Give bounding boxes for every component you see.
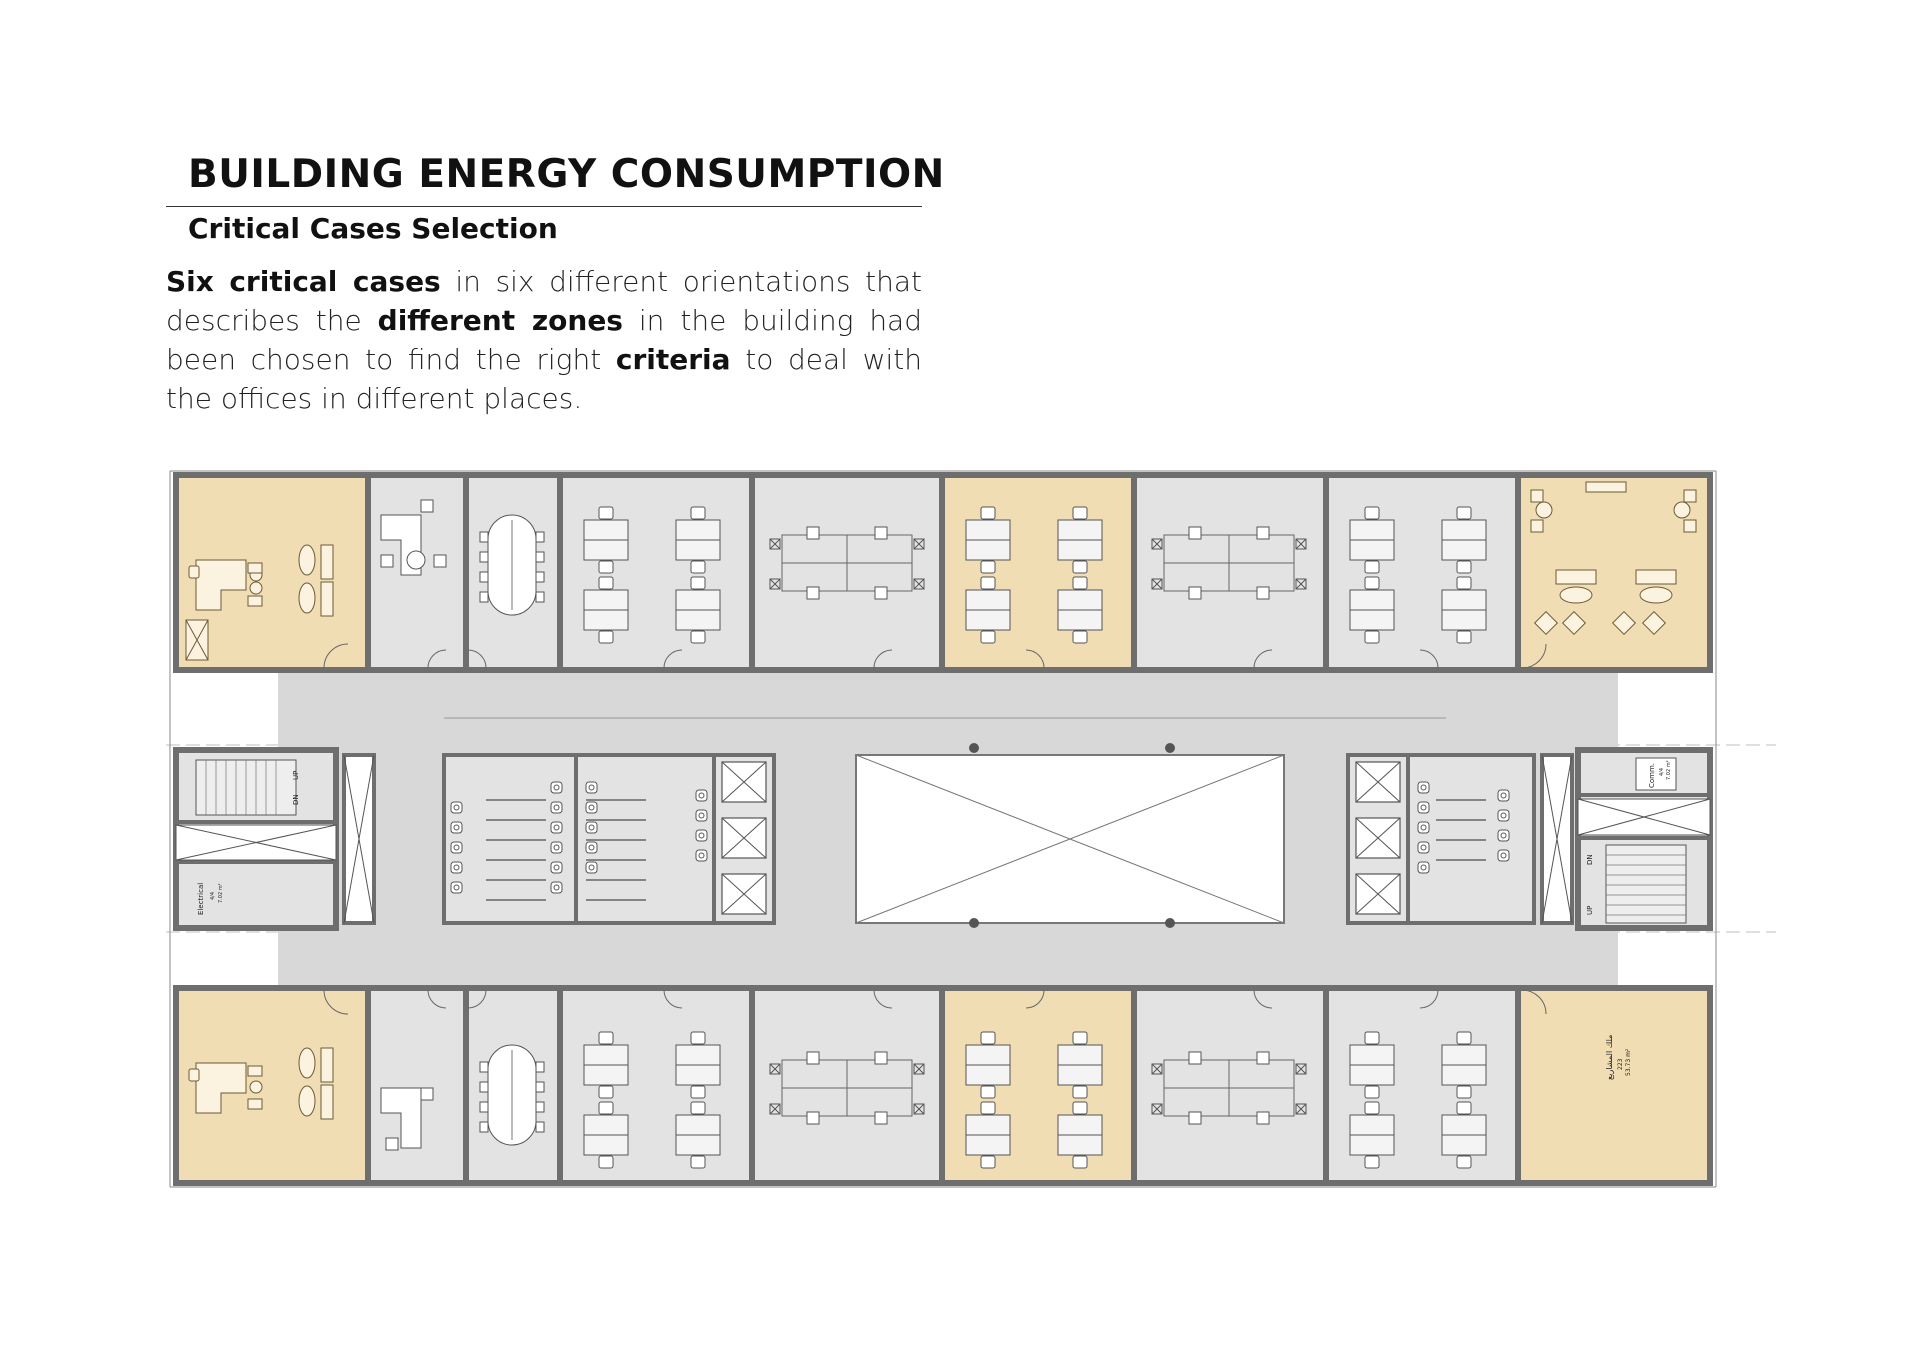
title-divider [166,206,922,207]
left-toilet-block [442,753,716,925]
intro-text-2: in the building had been chosen to find … [166,304,922,376]
intro-emph-zones: different zones [377,304,623,337]
left-service-core: UP DN Electrical 4/4 7.02 m² [173,747,376,931]
door-swings [323,643,1547,1015]
electrical-room-number: 4/4 [210,892,216,900]
right-stair [1605,844,1687,924]
furniture-bottom-reception [380,1087,434,1151]
right-toilet-block [1406,753,1536,925]
intro-emph-cases: Six critical cases [166,265,441,298]
room-top-office-1 [557,472,755,673]
electrical-room-label: Electrical [197,883,205,915]
bottom-right-room-area: 53.73 m² [1625,1048,1632,1076]
furniture-top-left [185,544,334,661]
furniture-top-right-lounge [1530,481,1697,636]
intro-text-1: in six different orientations that descr… [166,265,923,337]
facade-line-top [169,470,1717,1188]
furniture-top-reception [380,499,447,576]
room-bottom-office-3 [1131,985,1329,1186]
room-bottom-reception [365,985,469,1186]
room-bottom-right-critical [1515,985,1713,1186]
central-atrium-void [855,743,1285,928]
electrical-room-area: 7.02 m² [218,883,224,903]
furniture-bottom-meeting [479,1044,545,1146]
furniture-bottom-left [188,1047,334,1120]
bottom-right-room-name: ملك المشاريع [1605,1035,1614,1080]
page-subtitle: Critical Cases Selection [188,212,558,245]
floor-plan-drawing: UP DN Electrical 4/4 7.02 m² [166,470,1776,1188]
right-stair-dn-label: DN [1586,854,1594,865]
intro-text-3: to deal with the offices in different pl… [166,343,923,415]
comm-room-area: 7.02 m² [1666,760,1672,780]
left-stair-up-label: UP [292,771,300,780]
bottom-right-room-code: 223 [1617,1058,1624,1070]
page-title: BUILDING ENERGY CONSUMPTION [188,152,945,197]
intro-emph-criteria: criteria [615,343,731,376]
right-service-core: Comm. 4/4 7.02 m² UP DN [1540,747,1713,931]
room-top-office-4 [1323,472,1521,673]
floor-plan: UP DN Electrical 4/4 7.02 m² [166,460,1776,1220]
comm-room-label: Comm. [1648,763,1656,788]
left-stair-dn-label: DN [292,794,300,805]
furniture-top-meeting [479,514,545,616]
right-elevators [1346,753,1410,925]
room-top-middle-critical [939,472,1137,673]
left-elevators [712,753,776,925]
room-top-office-3 [1131,472,1329,673]
comm-room-number: 4/4 [1659,768,1665,776]
right-stair-up-label: UP [1586,906,1594,915]
intro-paragraph: Six critical cases in six different orie… [166,262,922,418]
